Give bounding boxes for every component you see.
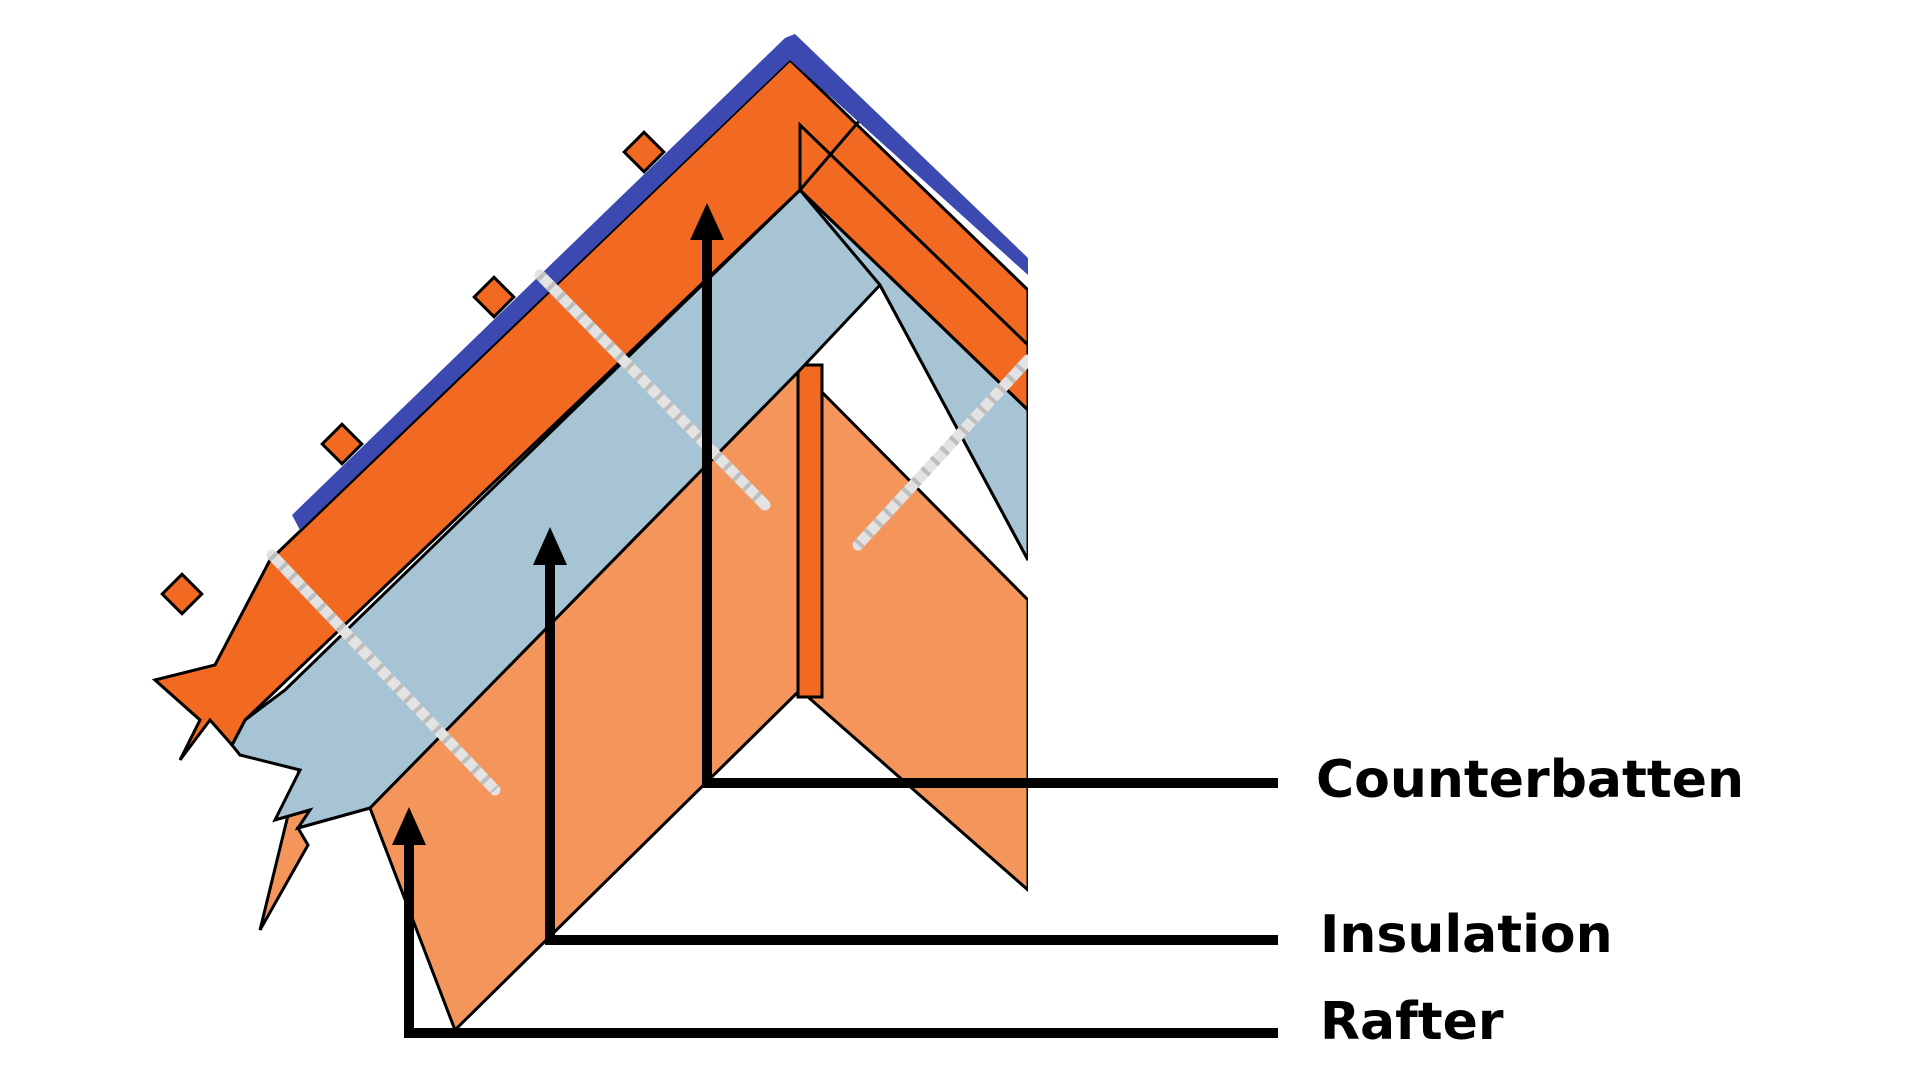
arrowhead-counterbatten xyxy=(690,203,724,240)
counterbatten-right xyxy=(798,121,1028,413)
arrowhead-rafter xyxy=(392,807,426,845)
screw-right xyxy=(852,354,1028,551)
batten-4 xyxy=(622,130,666,174)
insulation-label: Insulation xyxy=(1320,905,1613,965)
callout-counterbatten xyxy=(690,203,1278,788)
counterbatten-label: Counterbatten xyxy=(1316,750,1745,810)
batten-2 xyxy=(320,422,364,466)
counterbatten-ridge-line xyxy=(798,119,862,191)
rafter-label: Rafter xyxy=(1320,992,1504,1052)
batten-1 xyxy=(160,572,204,616)
callout-rafter xyxy=(392,807,1278,1038)
callout-insulation xyxy=(533,527,1278,945)
ridge-board xyxy=(796,363,824,699)
arrowhead-insulation xyxy=(533,527,567,565)
screw-middle-thread xyxy=(536,271,769,509)
screw-left-thread xyxy=(268,551,499,794)
batten-3 xyxy=(472,275,516,319)
insulation-layer xyxy=(230,187,1028,831)
